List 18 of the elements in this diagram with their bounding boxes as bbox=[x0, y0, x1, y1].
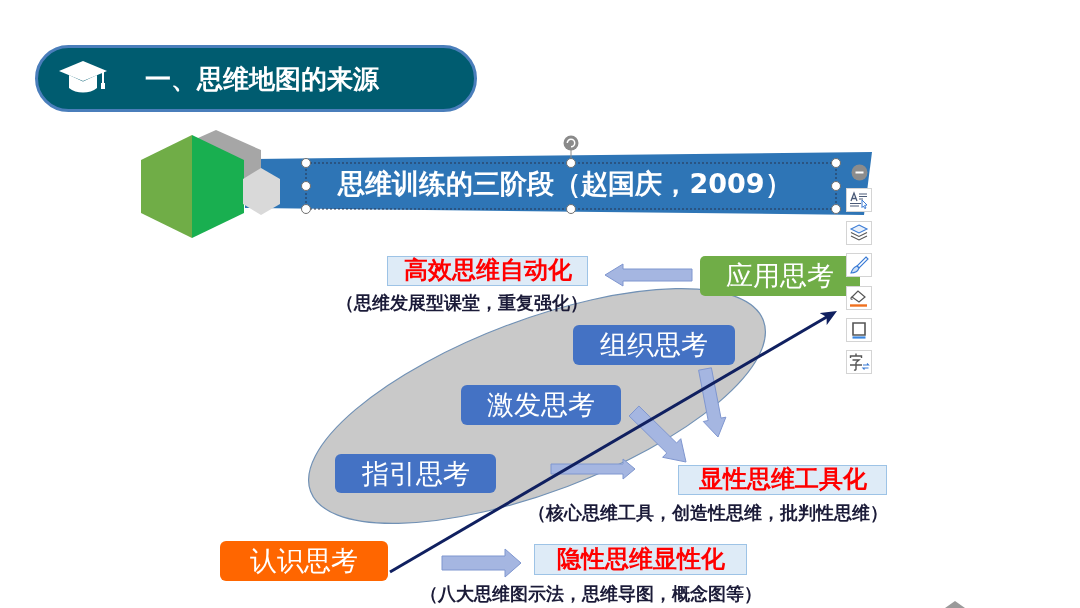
label-box: 隐性思维显性化 bbox=[534, 544, 747, 575]
note-text: （核心思维工具，创造性思维，批判性思维） bbox=[528, 502, 888, 523]
label-box: 显性思维工具化 bbox=[678, 465, 887, 495]
note-text: （八大思维图示法，思维导图，概念图等） bbox=[420, 583, 762, 604]
stage-box: 应用思考 bbox=[700, 256, 860, 296]
block-arrow bbox=[550, 458, 636, 480]
note-text: （思维发展型课堂，重复强化） bbox=[336, 292, 588, 313]
stage-box: 认识思考 bbox=[220, 541, 388, 581]
stage-box: 指引思考 bbox=[335, 454, 496, 493]
block-arrow bbox=[698, 367, 727, 438]
stage-box: 激发思考 bbox=[461, 385, 621, 425]
block-arrow bbox=[628, 405, 687, 463]
arrow bbox=[389, 310, 837, 574]
heading-text: 一、思维地图的来源 bbox=[145, 64, 379, 94]
label-box: 高效思维自动化 bbox=[387, 256, 588, 286]
block-arrow bbox=[441, 548, 522, 578]
block-arrow bbox=[604, 263, 693, 287]
stage-box: 组织思考 bbox=[573, 325, 735, 365]
